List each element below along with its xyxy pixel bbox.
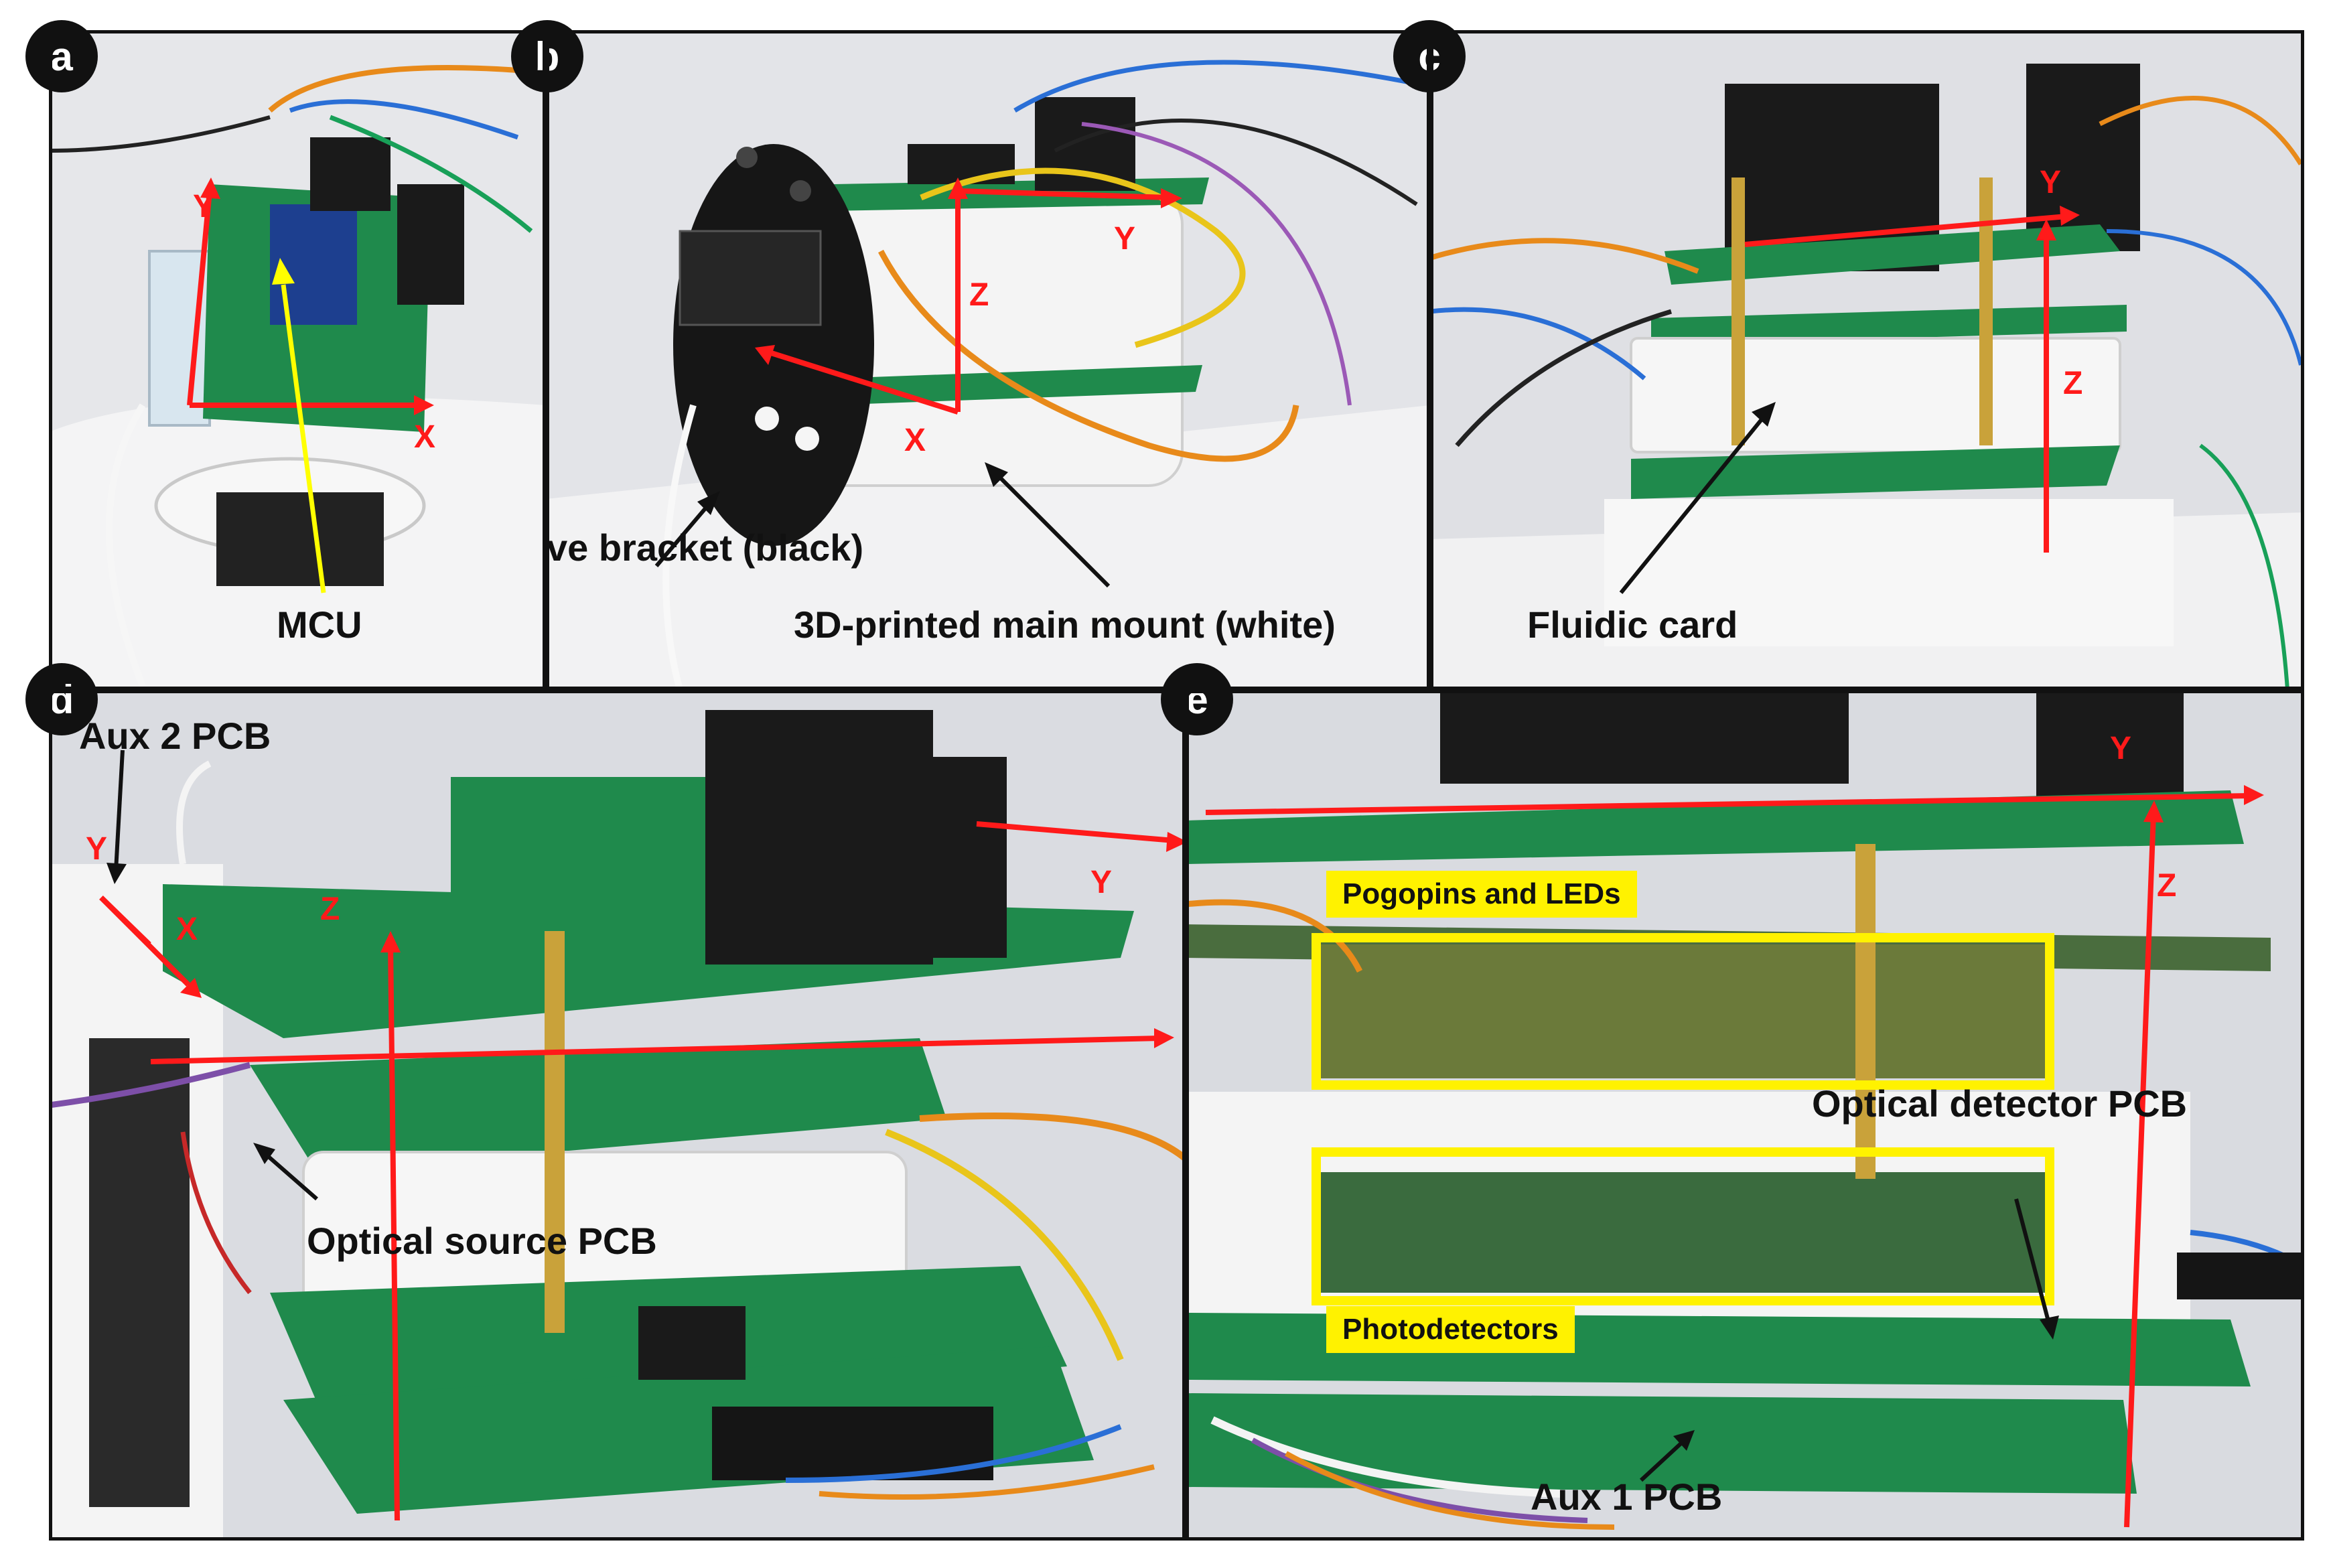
panel-c: Y Z Fluidic card: [1430, 30, 2304, 690]
panel-badge-d: d: [25, 663, 98, 735]
panel-a: Y X MCU: [49, 30, 546, 690]
photodetectors-label: Photodetectors: [1326, 1306, 1575, 1353]
axis-y2-label: Y: [1090, 865, 1113, 900]
fluidic-card-label: Fluidic card: [1527, 603, 1738, 646]
optical-detector-label: Optical detector PCB: [1812, 1082, 2188, 1125]
axis-x-label: X: [414, 419, 436, 455]
panel-c-photo: [1430, 30, 2304, 690]
panel-badge-c: c: [1393, 20, 1466, 92]
aux1-pcb-label: Aux 1 PCB: [1531, 1476, 1723, 1518]
axis-z-label: Z: [320, 892, 340, 927]
axis-y-label: Y: [2110, 731, 2132, 766]
panel-badge-b: b: [511, 20, 583, 92]
panel-d-photo: [49, 690, 1186, 1541]
panel-b-photo: [546, 30, 1430, 690]
pogopins-leds-label: Pogopins and LEDs: [1326, 871, 1637, 918]
axis-y-label: Y: [2040, 165, 2062, 200]
axis-y-label: Y: [86, 831, 108, 867]
panel-d: Y X Z Y Aux 2 PCB Optical source PCB: [49, 690, 1186, 1541]
panel-b: Z Y X Valve bracket (black) 3D-printed m…: [546, 30, 1430, 690]
panel-e: Pogopins and LEDs Photodetectors Y Z Opt…: [1186, 690, 2304, 1541]
axis-x-label: X: [176, 912, 198, 947]
panel-badge-e: e: [1161, 663, 1233, 735]
main-mount-label: 3D-printed main mount (white): [794, 603, 1336, 646]
panel-badge-a: a: [25, 20, 98, 92]
panel-e-photo: [1186, 690, 2304, 1541]
valve-bracket-label: Valve bracket (black): [546, 526, 864, 569]
panel-a-photo: [49, 30, 546, 690]
axis-x-label: X: [904, 423, 926, 458]
axis-y-label: Y: [193, 189, 215, 224]
optical-source-label: Optical source PCB: [307, 1220, 657, 1262]
axis-y-label: Y: [1114, 221, 1136, 257]
axis-z-label: Z: [969, 277, 989, 313]
aux2-pcb-label: Aux 2 PCB: [79, 715, 271, 757]
mcu-label: MCU: [277, 603, 362, 646]
axis-z-label: Z: [2063, 366, 2083, 401]
axis-z-label: Z: [2157, 868, 2177, 904]
